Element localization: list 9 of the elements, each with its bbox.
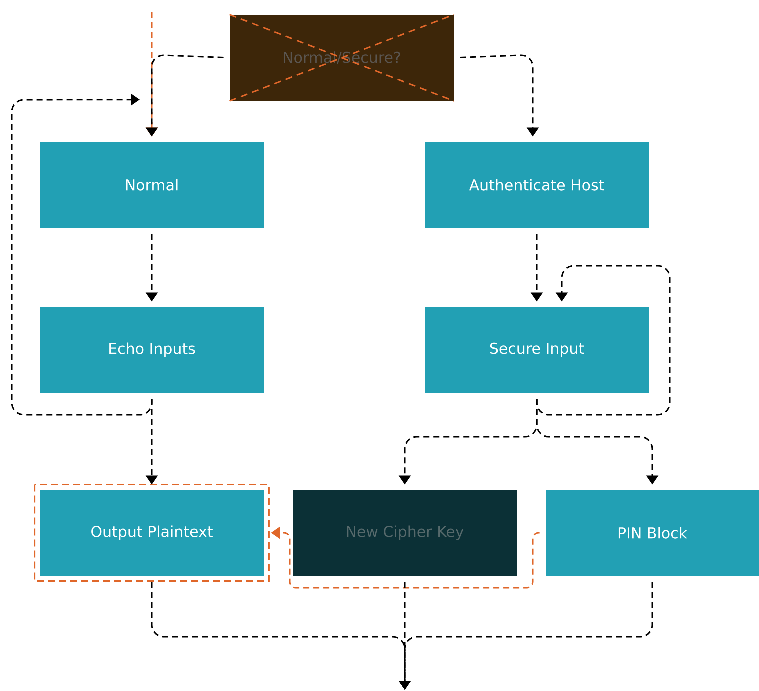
process-box: Normal — [40, 142, 264, 228]
process-box: New Cipher Key — [293, 490, 517, 576]
process-box: PIN Block — [546, 490, 759, 576]
process-box: Echo Inputs — [40, 307, 264, 393]
process-box: Secure Input — [425, 307, 649, 393]
arrow — [536, 265, 671, 416]
process-box: Output Plaintext — [40, 490, 264, 576]
arrow — [11, 94, 153, 416]
process-box: Authenticate Host — [425, 142, 649, 228]
